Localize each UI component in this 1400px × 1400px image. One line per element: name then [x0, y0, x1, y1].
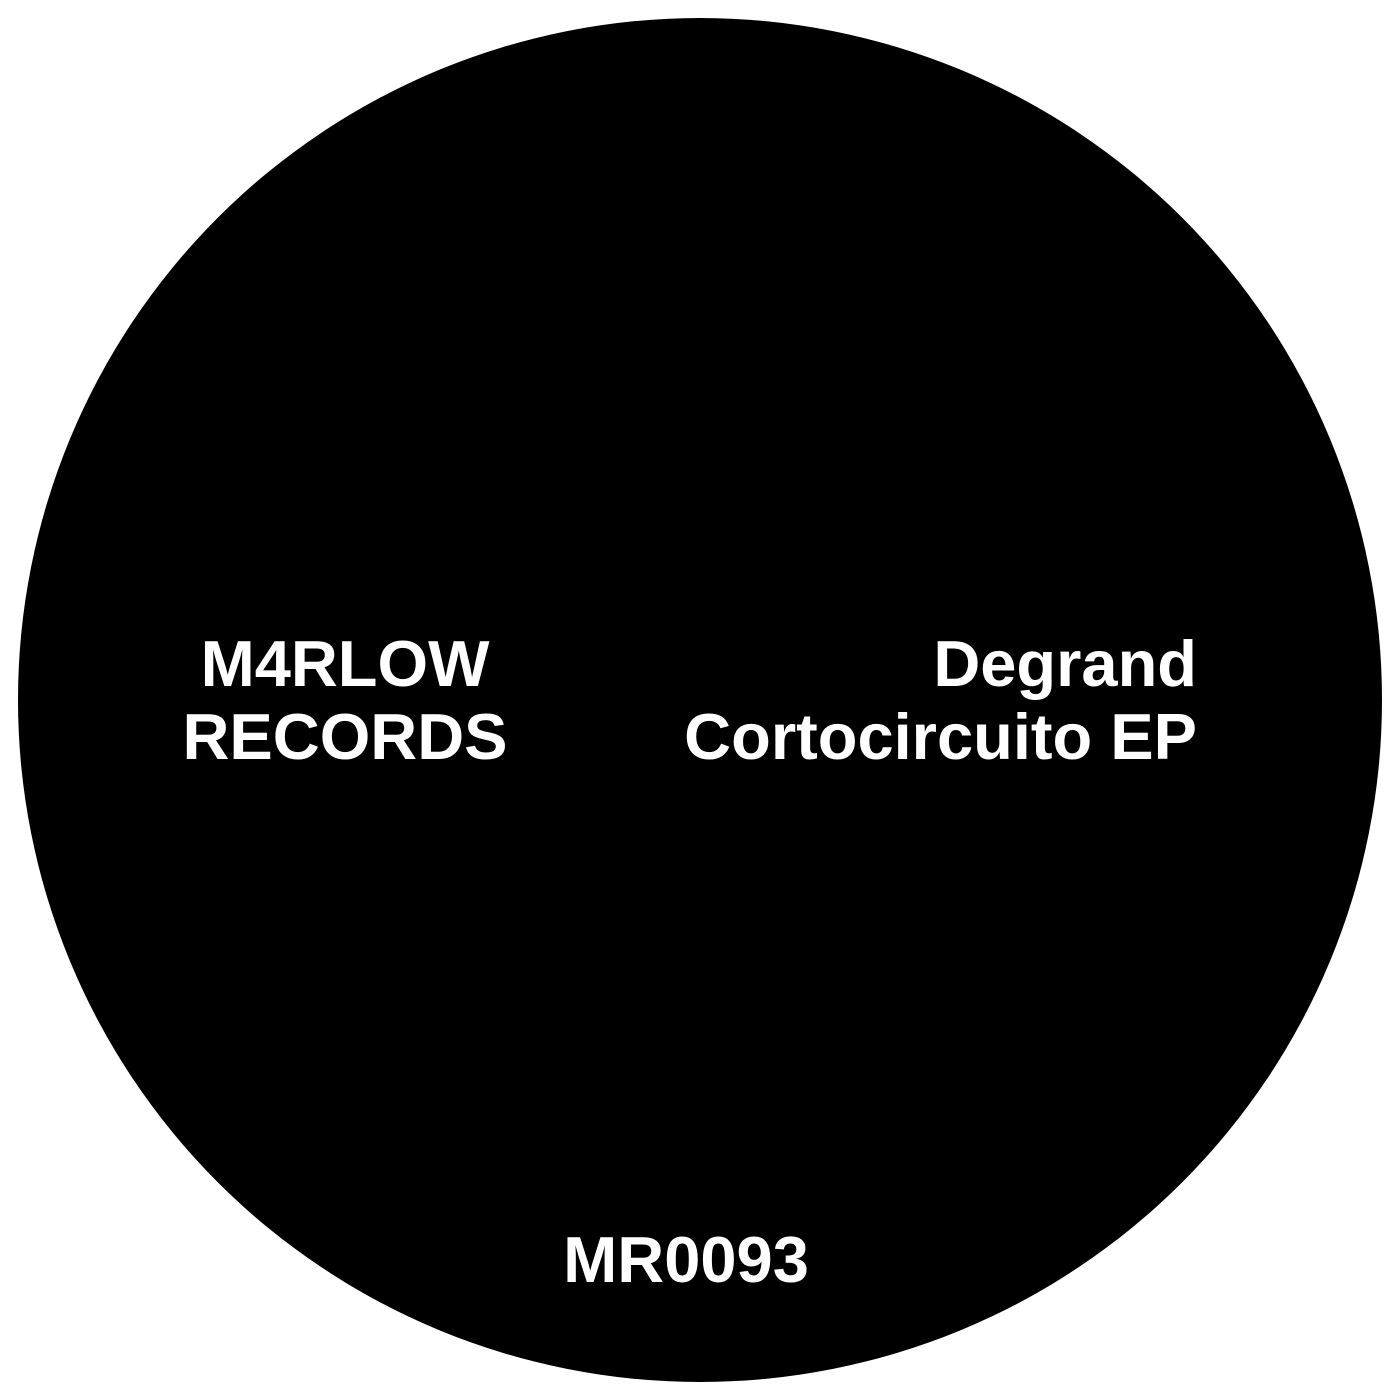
label-name-line-2: RECORDS: [182, 700, 508, 773]
catalog-number: MR0093: [563, 1223, 809, 1296]
release-info: Degrand Cortocircuito EP: [684, 627, 1197, 773]
label-name-line-1: M4RLOW: [200, 627, 490, 700]
release-title: Cortocircuito EP: [684, 700, 1197, 773]
artist-name: Degrand: [933, 627, 1197, 700]
label-name: M4RLOW RECORDS: [145, 627, 545, 773]
record-label-disc: [18, 18, 1382, 1382]
